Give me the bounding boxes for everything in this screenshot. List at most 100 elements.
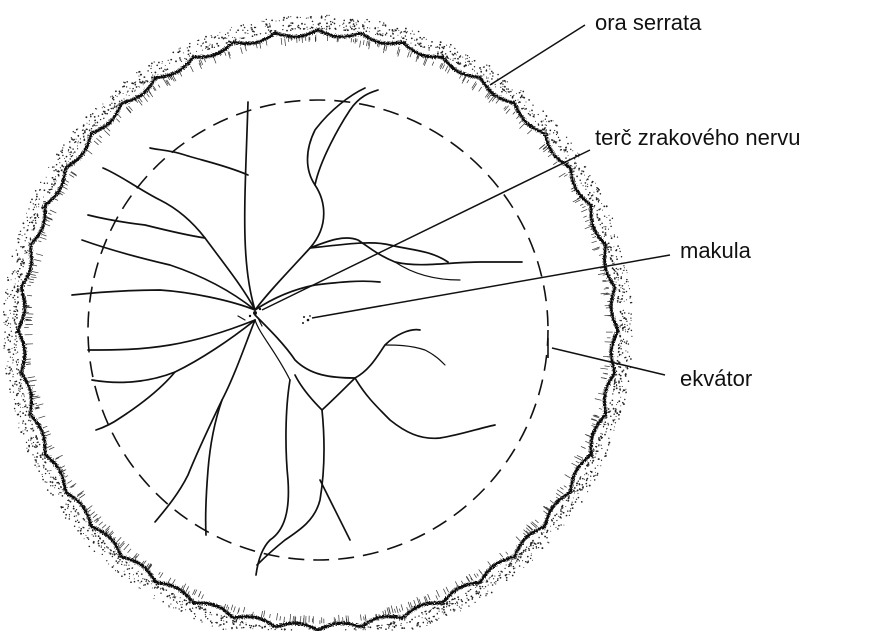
stipple-dot: [404, 41, 407, 43]
edge-hatch: [101, 524, 107, 529]
stipple-dot: [625, 356, 627, 359]
stipple-dot: [486, 80, 489, 83]
stipple-dot: [396, 27, 399, 30]
stipple-dot: [596, 474, 599, 476]
stipple-dot: [558, 139, 561, 142]
stipple-dot: [531, 559, 533, 561]
stipple-dot: [3, 347, 5, 349]
edge-hatch: [117, 542, 121, 546]
stipple-dot: [574, 161, 576, 163]
stipple-dot: [60, 150, 62, 152]
stipple-dot: [511, 574, 514, 577]
stipple-dot: [391, 629, 393, 631]
stipple-dot: [618, 284, 621, 287]
stipple-dot: [31, 423, 33, 426]
stipple-dot: [568, 514, 571, 517]
edge-hatch: [593, 415, 600, 419]
stipple-dot: [97, 535, 100, 538]
stipple-dot: [505, 576, 508, 579]
stipple-dot: [151, 62, 153, 65]
stipple-dot: [620, 345, 622, 347]
stipple-dot: [21, 260, 24, 263]
stipple-dot: [265, 32, 267, 34]
stipple-dot: [16, 310, 19, 312]
edge-hatch: [104, 130, 111, 136]
stipple-dot: [539, 542, 541, 544]
stipple-dot: [213, 46, 216, 49]
stipple-dot: [393, 621, 396, 624]
stipple-dot: [82, 532, 85, 535]
stipple-dot: [240, 24, 243, 27]
stipple-dot: [608, 442, 610, 444]
stipple-dot: [188, 55, 191, 57]
stipple-dot: [84, 131, 86, 134]
stipple-dot: [618, 400, 621, 403]
stipple-dot: [560, 510, 562, 512]
stipple-dot: [22, 420, 25, 422]
stipple-dot: [61, 489, 63, 491]
stipple-dot: [112, 96, 115, 99]
stipple-dot: [343, 22, 345, 24]
stipple-dot: [200, 619, 202, 621]
stipple-dot: [110, 549, 112, 552]
edge-hatch: [515, 536, 521, 542]
stipple-dot: [47, 191, 49, 193]
stipple-dot: [17, 359, 19, 361]
stipple-dot: [50, 188, 52, 191]
stipple-dot: [19, 415, 22, 418]
stipple-dot: [617, 347, 620, 350]
stipple-dot: [121, 561, 123, 563]
stipple-dot: [239, 624, 241, 626]
stipple-dot: [151, 76, 153, 79]
stipple-dot: [114, 102, 116, 105]
stipple-dot: [326, 22, 328, 25]
stipple-dot: [311, 20, 314, 23]
stipple-dot: [45, 176, 47, 178]
edge-hatch: [38, 415, 46, 419]
stipple-dot: [584, 182, 587, 184]
stipple-dot: [565, 499, 568, 502]
stipple-dot: [153, 598, 155, 600]
edge-hatch: [386, 607, 390, 616]
stipple-dot: [619, 388, 621, 391]
stipple-dot: [28, 208, 30, 210]
stipple-dot: [481, 585, 484, 588]
outer-stipple-band: [2, 14, 633, 631]
stipple-dot: [239, 37, 241, 39]
stipple-dot: [113, 553, 115, 555]
stipple-dot: [158, 67, 161, 70]
stipple-dot: [54, 484, 57, 487]
stipple-dot: [444, 45, 446, 48]
stipple-dot: [123, 570, 125, 572]
stipple-dot: [92, 530, 94, 532]
stipple-dot: [174, 597, 176, 599]
stipple-dot: [94, 120, 96, 122]
edge-hatch: [55, 454, 63, 459]
edge-hatch: [138, 97, 143, 103]
stipple-dot: [96, 108, 98, 110]
edge-hatch: [147, 565, 152, 570]
stipple-dot: [67, 499, 70, 502]
stipple-dot: [364, 629, 366, 631]
stipple-dot: [511, 89, 513, 91]
edge-hatch: [423, 58, 428, 67]
stipple-dot: [495, 583, 497, 585]
stipple-dot: [375, 33, 377, 36]
stipple-dot: [570, 508, 572, 510]
stipple-dot: [588, 191, 591, 194]
stipple-dot: [43, 467, 45, 469]
stipple-dot: [264, 25, 266, 27]
stipple-dot: [583, 478, 585, 480]
stipple-dot: [112, 550, 115, 553]
stipple-dot: [34, 213, 36, 215]
stipple-dot: [286, 17, 288, 20]
stipple-dot: [15, 324, 17, 326]
stipple-dot: [33, 224, 35, 227]
stipple-dot: [45, 457, 46, 459]
stipple-dot: [221, 617, 224, 619]
stipple-dot: [468, 57, 470, 59]
stipple-dot: [594, 456, 596, 458]
stipple-dot: [565, 136, 568, 138]
stipple-dot: [82, 136, 85, 138]
stipple-dot: [15, 352, 17, 354]
